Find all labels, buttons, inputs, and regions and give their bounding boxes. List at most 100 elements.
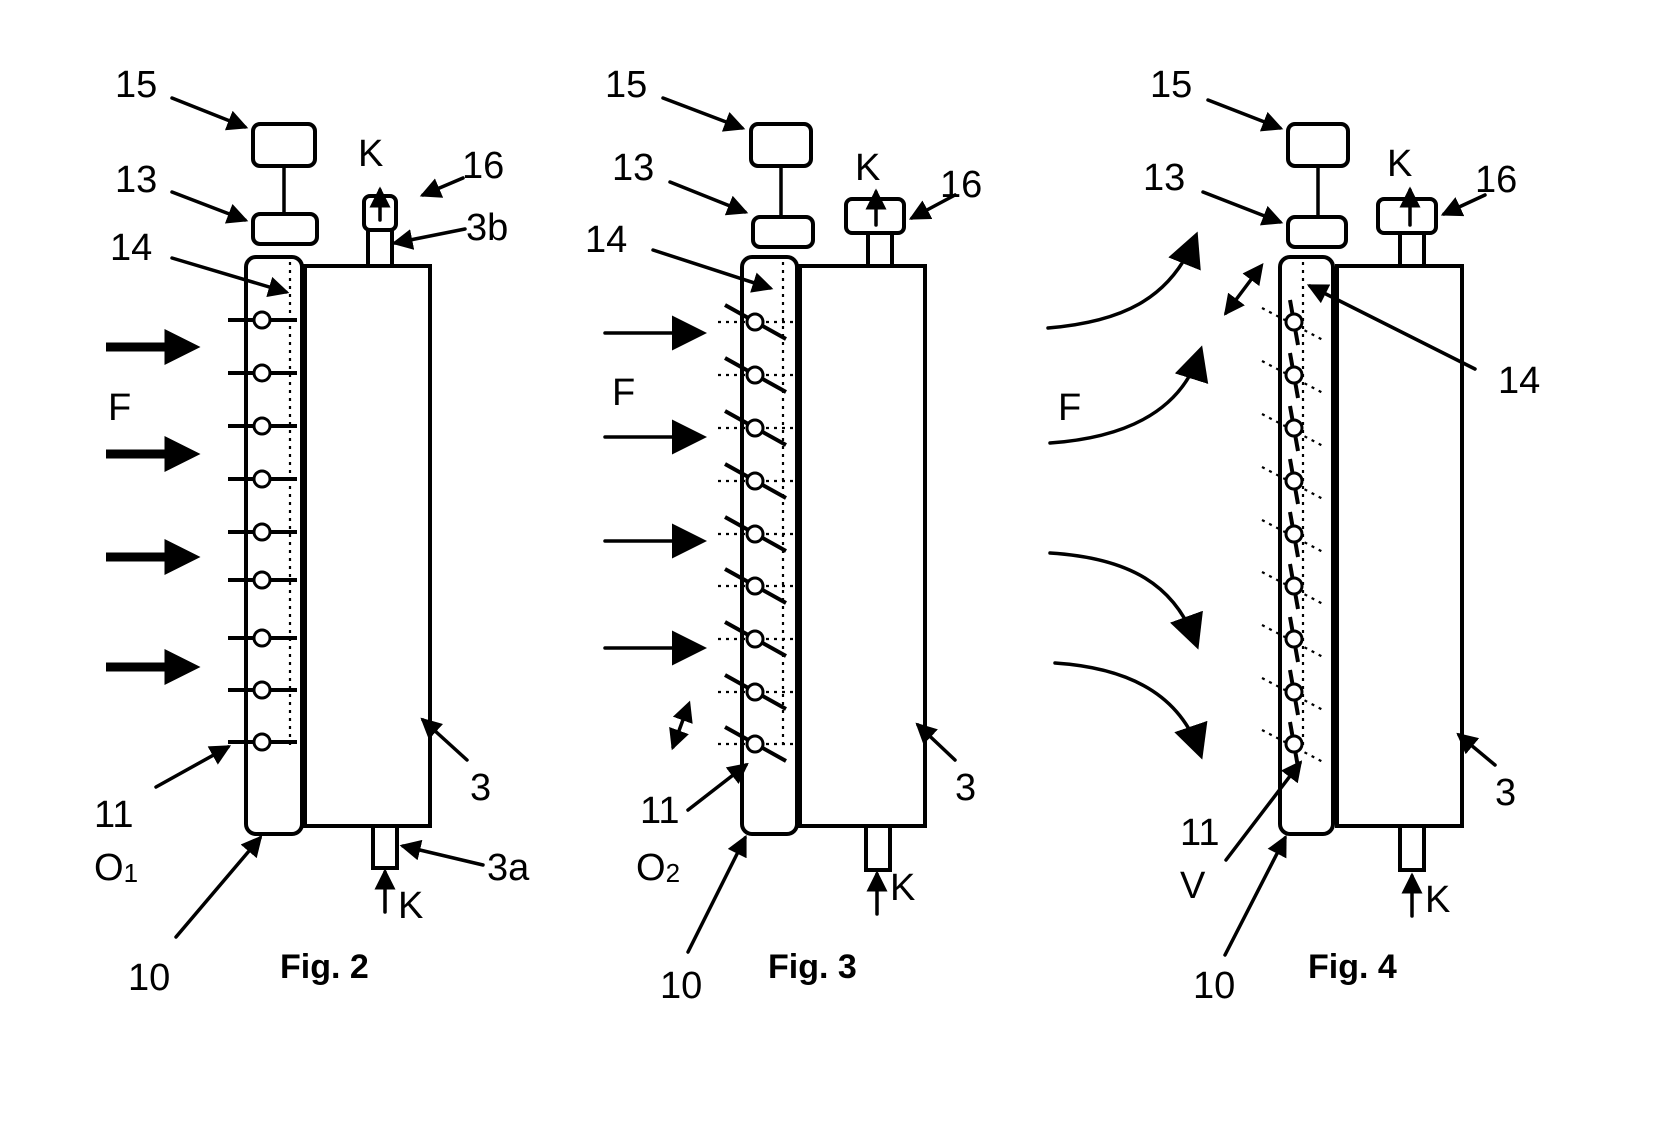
label-15: 15	[1150, 64, 1192, 106]
gear-13-box	[1286, 215, 1348, 249]
flap	[1261, 563, 1324, 610]
gear-13-box	[751, 215, 815, 249]
flap	[1261, 458, 1324, 505]
label-15: 15	[605, 64, 647, 106]
label-3a: 3a	[487, 847, 530, 889]
gear-13-box	[251, 212, 319, 246]
label-11: 11	[94, 794, 133, 836]
flap	[228, 628, 297, 648]
label-14: 14	[1498, 360, 1540, 402]
label-11: 11	[640, 790, 679, 832]
label-k-bottom: K	[398, 885, 423, 927]
figure-caption: Fig. 2	[280, 948, 369, 986]
leader-13	[170, 190, 249, 224]
flap	[718, 462, 795, 500]
figure-caption: Fig. 4	[1308, 948, 1397, 986]
leader-10	[686, 834, 747, 954]
flap	[718, 725, 795, 763]
flap	[1261, 669, 1324, 716]
flap	[228, 416, 297, 436]
airflow-deflected	[1046, 231, 1209, 760]
leader-13	[668, 180, 749, 216]
inlet-pipe-3a	[371, 824, 399, 870]
label-13: 13	[115, 159, 157, 201]
leader-15	[661, 96, 746, 132]
label-k-top: K	[1387, 143, 1412, 185]
label-3b: 3b	[466, 207, 508, 249]
flap	[1261, 721, 1324, 768]
sensor-16-box	[1376, 197, 1438, 235]
leader-3b	[391, 227, 467, 250]
flaps-open	[228, 310, 297, 752]
airflow-arrows	[106, 329, 201, 685]
rotation-double-arrow	[1223, 263, 1264, 316]
label-14: 14	[110, 227, 152, 269]
figure-2: 15 13 14 K 16 3b F 3 3a K 11 O1 10 Fig. …	[94, 64, 530, 999]
heat-exchanger-3	[1335, 264, 1464, 828]
label-10: 10	[128, 957, 170, 999]
label-11: 11	[1180, 812, 1219, 854]
leader-16	[419, 176, 465, 198]
label-16: 16	[462, 145, 504, 187]
flap	[718, 673, 795, 711]
leader-16	[908, 193, 957, 220]
flaps-closed	[1261, 299, 1324, 768]
label-14: 14	[585, 219, 627, 261]
figure-caption: Fig. 3	[768, 948, 857, 986]
label-10: 10	[660, 965, 702, 1007]
flaps-partially-open	[718, 303, 795, 763]
actuator-15-box	[251, 122, 317, 168]
flap	[1261, 299, 1324, 346]
flap	[718, 567, 795, 605]
label-10: 10	[1193, 965, 1235, 1007]
actuator-15-box	[749, 122, 813, 168]
leader-14	[1306, 284, 1477, 371]
label-15: 15	[115, 64, 157, 106]
label-f: F	[1058, 387, 1081, 429]
state-label: V	[1180, 865, 1206, 907]
label-16: 16	[940, 164, 982, 206]
actuator-15-box	[1286, 122, 1350, 168]
label-f: F	[108, 387, 131, 429]
label-k-bottom: K	[890, 867, 915, 909]
flap	[718, 303, 795, 341]
label-13: 13	[1143, 157, 1185, 199]
label-3: 3	[955, 767, 976, 809]
leader-15	[170, 96, 249, 131]
leader-13	[1201, 190, 1284, 226]
label-13: 13	[612, 147, 654, 189]
leader-3	[1456, 732, 1497, 767]
airflow-arrows	[603, 315, 707, 666]
label-3: 3	[1495, 772, 1516, 814]
leader-11	[686, 762, 749, 812]
leader-10	[174, 835, 263, 939]
flap	[718, 356, 795, 394]
label-f: F	[612, 372, 635, 414]
leader-3	[915, 722, 957, 762]
flap	[718, 515, 795, 553]
flap	[1261, 352, 1324, 399]
flap	[1261, 405, 1324, 452]
leader-14	[651, 248, 774, 293]
leader-10	[1223, 834, 1287, 957]
rotation-double-arrow	[669, 700, 693, 751]
inlet-pipe	[1398, 824, 1426, 872]
flap	[228, 522, 297, 542]
leader-3a	[399, 839, 485, 867]
label-k-top: K	[358, 133, 383, 175]
figure-4: 15 13 K 16 14 F 3 K 11 V 10 Fig. 4	[1046, 64, 1540, 1007]
leader-11	[1224, 760, 1303, 862]
state-label: O1	[94, 847, 138, 889]
flap	[1261, 616, 1324, 663]
figure-3: 15 13 14 K 16 F 3 K 11 O2 10 Fig. 3	[585, 64, 982, 1007]
leader-15	[1206, 98, 1284, 132]
flap	[228, 732, 297, 752]
flap	[718, 620, 795, 658]
flap	[228, 363, 297, 383]
flap	[228, 680, 297, 700]
leader-14	[170, 256, 290, 298]
label-k-top: K	[855, 147, 880, 189]
state-label: O2	[636, 847, 680, 889]
